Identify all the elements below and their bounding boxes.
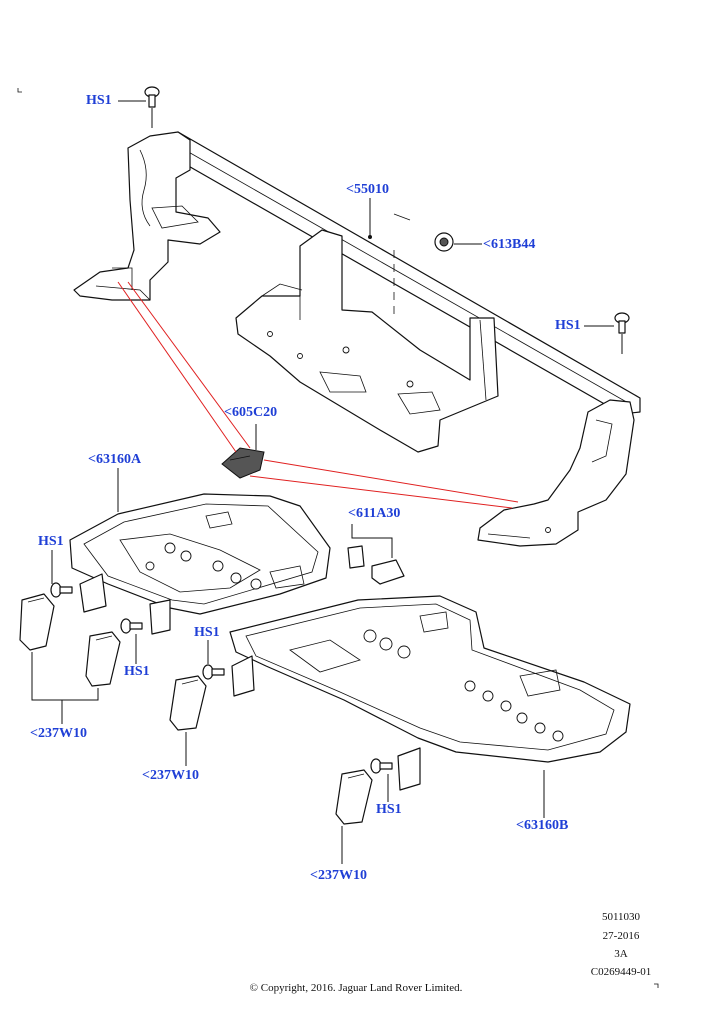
callout-frame[interactable]: <55010 <box>346 182 389 197</box>
seat-frame-55010[interactable] <box>73 131 641 547</box>
clip-611a30[interactable] <box>347 545 405 585</box>
ref-revision: 3A <box>614 948 628 960</box>
clip-613b44[interactable] <box>434 232 454 252</box>
bolt-hs1-bottom[interactable] <box>370 758 393 774</box>
bolt-hs1-mid-lower[interactable] <box>120 618 143 634</box>
callout-hs1-top-left[interactable]: HS1 <box>86 93 112 108</box>
image-id: C0269449-01 <box>590 966 652 978</box>
cap-237w10-mid[interactable] <box>169 675 207 731</box>
callout-hs1-bottom[interactable]: HS1 <box>376 802 402 817</box>
ref-number: 5011030 <box>601 911 641 923</box>
callout-clip-611[interactable]: <611A30 <box>348 506 401 521</box>
callout-panel-a[interactable]: <63160A <box>88 452 142 467</box>
bolt-hs1-top-left[interactable] <box>144 86 160 108</box>
cap-237w10-left-b[interactable] <box>85 631 121 687</box>
callout-hs1-mid[interactable]: HS1 <box>194 625 220 640</box>
bolt-hs1-top-right[interactable] <box>614 312 630 334</box>
bolt-hs1-mid[interactable] <box>202 664 225 680</box>
callout-clip-613[interactable]: <613B44 <box>483 237 536 252</box>
copyright-notice: © Copyright, 2016. Jaguar Land Rover Lim… <box>249 982 463 994</box>
callout-hs1-mid-lower[interactable]: HS1 <box>124 664 150 679</box>
cap-237w10-bottom[interactable] <box>335 769 373 825</box>
callout-cap-bottom[interactable]: <237W10 <box>310 868 367 883</box>
latch-605c20[interactable] <box>221 447 265 479</box>
callout-latch[interactable]: <605C20 <box>224 405 278 420</box>
callout-cap-left[interactable]: <237W10 <box>30 726 87 741</box>
callout-panel-b[interactable]: <63160B <box>516 818 569 833</box>
trim-panel-63160b[interactable] <box>229 595 631 791</box>
trim-panel-63160a[interactable] <box>69 493 331 635</box>
bolt-hs1-left[interactable] <box>50 582 73 598</box>
callout-hs1-left[interactable]: HS1 <box>38 534 64 549</box>
cap-237w10-left-a[interactable] <box>19 593 55 651</box>
ref-date: 27-2016 <box>602 930 640 942</box>
routing-lines <box>117 281 519 509</box>
callout-cap-mid[interactable]: <237W10 <box>142 768 199 783</box>
callout-hs1-top-right[interactable]: HS1 <box>555 318 581 333</box>
